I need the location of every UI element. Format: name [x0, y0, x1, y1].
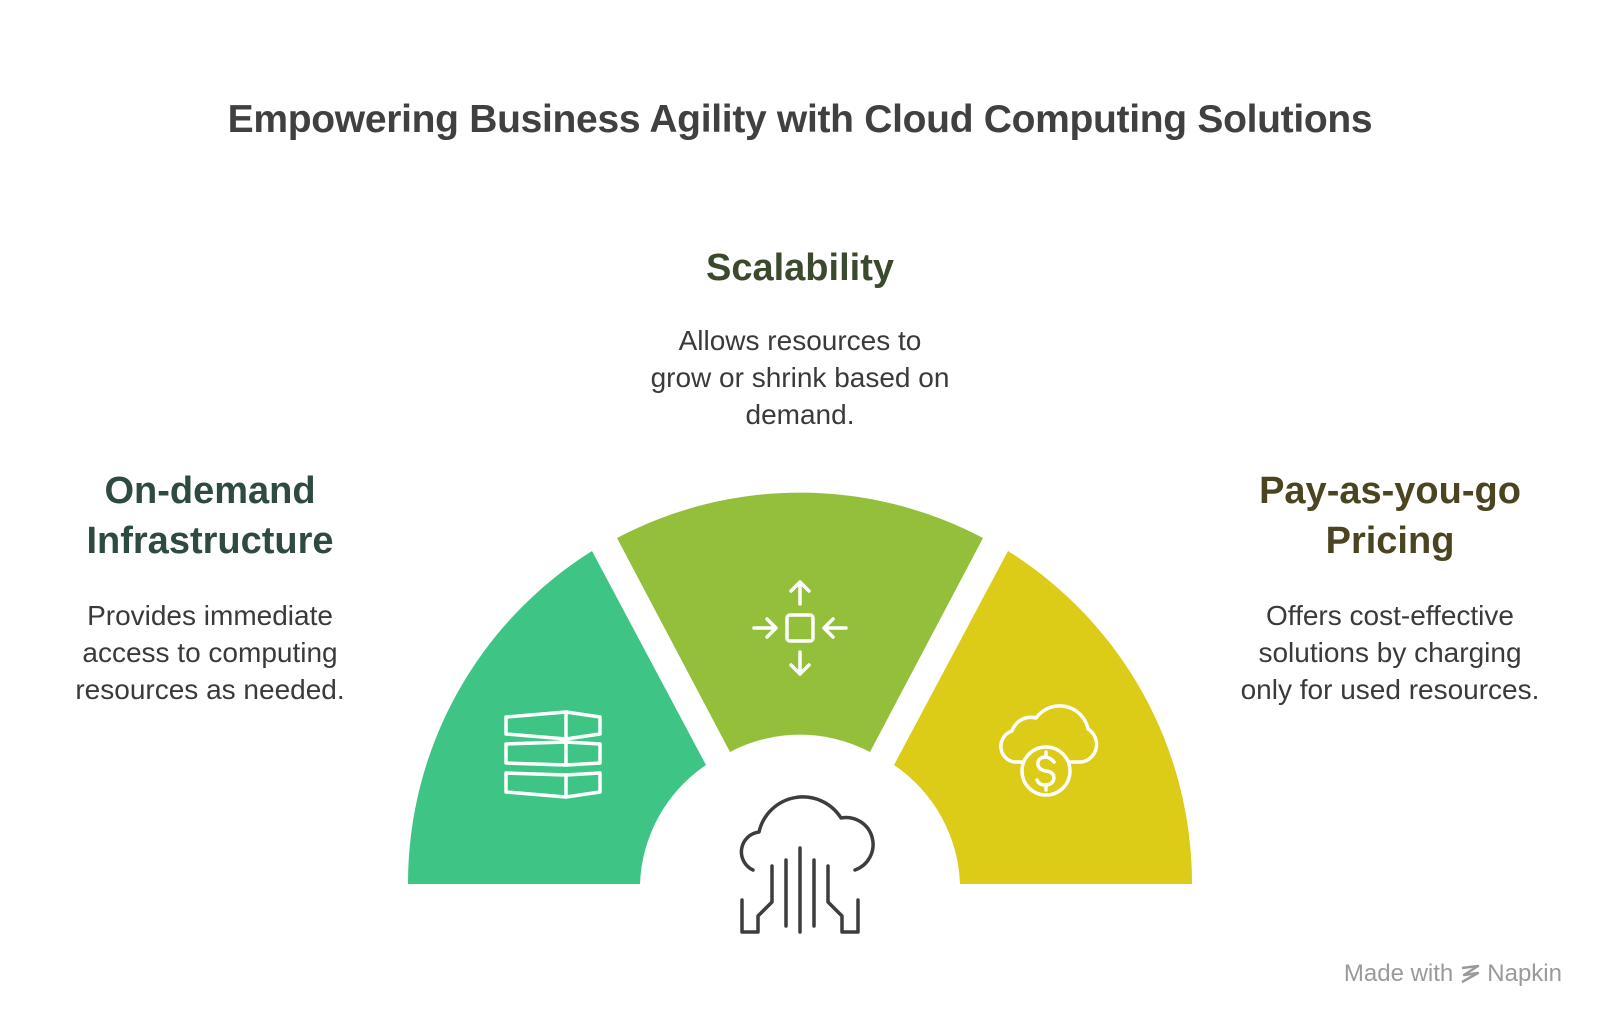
heading-line: Pricing — [1325, 520, 1455, 562]
watermark-prefix: Made with — [1343, 960, 1454, 987]
heading-scalability: Scalability — [600, 243, 1000, 293]
heading-line: Scalability — [706, 247, 894, 289]
description-line: resources as needed. — [75, 674, 345, 705]
watermark-brand: Napkin — [1487, 960, 1562, 987]
description-line: Allows resources to — [678, 325, 922, 356]
segment-scalability — [617, 492, 983, 752]
description-on-demand-infrastructure: Provides immediate access to computing r… — [40, 597, 380, 708]
heading-line: Infrastructure — [86, 520, 334, 562]
cloud-dollar-icon — [999, 704, 1099, 797]
description-line: access to computing — [82, 637, 338, 668]
description-line: Provides immediate — [87, 600, 333, 631]
segment-on-demand-infrastructure — [407, 551, 706, 884]
scale-arrows-icon — [752, 580, 848, 676]
description-line: Offers cost-effective — [1266, 600, 1514, 631]
description-pay-as-you-go-pricing: Offers cost-effective solutions by charg… — [1210, 597, 1570, 708]
description-line: solutions by charging — [1258, 637, 1522, 668]
heading-pay-as-you-go-pricing: Pay-as-you-go Pricing — [1210, 466, 1570, 566]
heading-line: On-demand — [104, 470, 316, 512]
description-scalability: Allows resources to grow or shrink based… — [620, 322, 980, 433]
description-line: grow or shrink based on — [650, 362, 950, 393]
segment-pay-as-you-go-pricing — [894, 551, 1193, 884]
heading-on-demand-infrastructure: On-demand Infrastructure — [50, 466, 370, 566]
description-line: only for used resources. — [1240, 674, 1540, 705]
server-stack-icon — [504, 710, 602, 799]
cloud-network-icon — [739, 795, 875, 934]
napkin-logo-icon — [1461, 964, 1480, 984]
description-line: demand. — [745, 399, 855, 430]
made-with-napkin-watermark[interactable]: Made with Napkin — [1344, 960, 1562, 988]
diagram-title: Empowering Business Agility with Cloud C… — [227, 98, 1373, 141]
heading-line: Pay-as-you-go — [1259, 470, 1521, 512]
